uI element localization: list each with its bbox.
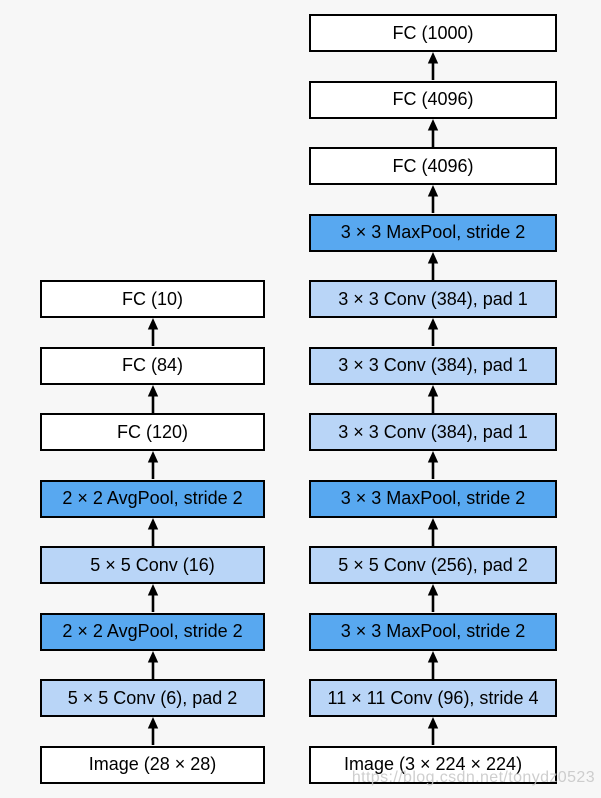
lenet-layer-box: FC (120) (40, 413, 265, 451)
alexnet-layer-box: 3 × 3 MaxPool, stride 2 (309, 612, 557, 651)
alexnet-layer-box: 3 × 3 Conv (384), pad 1 (309, 413, 557, 451)
layer-label: 3 × 3 MaxPool, stride 2 (340, 488, 526, 508)
lenet-layer-box: FC (84) (40, 346, 265, 385)
up-arrow-icon (309, 118, 557, 148)
alexnet-layer-box: 3 × 3 MaxPool, stride 2 (309, 213, 557, 252)
up-arrow-icon (40, 584, 265, 613)
layer-label: 2 × 2 AvgPool, stride 2 (62, 621, 243, 641)
lenet-layer-box: FC (10) (40, 280, 265, 318)
up-arrow-icon (309, 451, 557, 480)
alexnet-layer-box: 3 × 3 MaxPool, stride 2 (309, 479, 557, 518)
up-arrow-icon (309, 52, 557, 81)
layer-label: 11 × 11 Conv (96), stride 4 (327, 687, 539, 708)
lenet-layer-box: 2 × 2 AvgPool, stride 2 (40, 479, 265, 518)
alexnet-layer-box: FC (4096) (309, 147, 557, 185)
up-arrow-icon (40, 318, 265, 347)
layer-label: 3 × 3 Conv (384), pad 1 (338, 288, 528, 309)
up-arrow-icon (40, 650, 265, 680)
up-arrow-icon (309, 185, 557, 214)
up-arrow-icon (309, 318, 557, 347)
layer-label: FC (120) (116, 421, 188, 442)
lenet-column: FC (10) FC (84) FC (120) 2 × 2 AvgPool, str… (40, 280, 265, 784)
up-arrow-icon (309, 384, 557, 414)
up-arrow-icon (40, 717, 265, 746)
layer-label: Image (28 × 28) (88, 754, 217, 774)
layer-label: 3 × 3 MaxPool, stride 2 (340, 222, 526, 242)
layer-label: 5 × 5 Conv (6), pad 2 (67, 687, 238, 708)
lenet-layer-box: Image (28 × 28) (40, 745, 265, 784)
layer-label: 2 × 2 AvgPool, stride 2 (62, 488, 243, 508)
layer-label: FC (84) (121, 355, 183, 375)
alexnet-layer-box: Image (3 × 224 × 224) (309, 745, 557, 784)
up-arrow-icon (309, 251, 557, 281)
up-arrow-icon (309, 717, 557, 746)
layer-label: Image (3 × 224 × 224) (343, 754, 523, 774)
up-arrow-icon (309, 584, 557, 613)
layer-label: FC (4096) (392, 89, 474, 109)
layer-label: 3 × 3 MaxPool, stride 2 (340, 621, 526, 641)
layer-label: FC (4096) (392, 155, 474, 176)
up-arrow-icon (40, 384, 265, 414)
alexnet-layer-box: FC (4096) (309, 80, 557, 119)
alexnet-column: FC (1000) FC (4096) FC (4096) 3 × 3 MaxPool… (309, 14, 557, 784)
alexnet-layer-box: FC (1000) (309, 14, 557, 52)
alexnet-layer-box: 5 × 5 Conv (256), pad 2 (309, 546, 557, 584)
lenet-layer-box: 5 × 5 Conv (6), pad 2 (40, 679, 265, 717)
layer-label: FC (10) (121, 288, 183, 309)
layer-label: FC (1000) (392, 22, 474, 43)
layer-label: 3 × 3 Conv (384), pad 1 (338, 421, 528, 442)
alexnet-layer-box: 11 × 11 Conv (96), stride 4 (309, 679, 557, 717)
layer-label: 5 × 5 Conv (256), pad 2 (338, 554, 528, 575)
layer-label: 3 × 3 Conv (384), pad 1 (338, 355, 528, 375)
up-arrow-icon (309, 650, 557, 680)
alexnet-layer-box: 3 × 3 Conv (384), pad 1 (309, 280, 557, 318)
lenet-layer-box: 2 × 2 AvgPool, stride 2 (40, 612, 265, 651)
alexnet-layer-box: 3 × 3 Conv (384), pad 1 (309, 346, 557, 385)
lenet-layer-box: 5 × 5 Conv (16) (40, 546, 265, 584)
layer-label: 5 × 5 Conv (16) (90, 554, 215, 575)
up-arrow-icon (40, 451, 265, 480)
up-arrow-icon (40, 517, 265, 547)
up-arrow-icon (309, 517, 557, 547)
